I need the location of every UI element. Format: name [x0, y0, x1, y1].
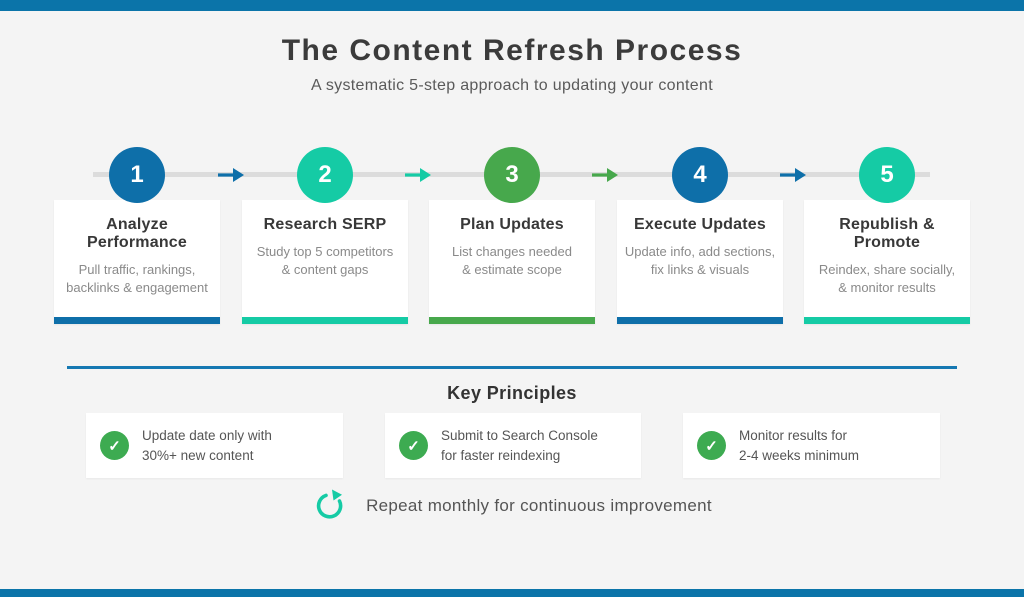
step-accent-bar — [429, 317, 595, 324]
step-description-line: & estimate scope — [462, 262, 562, 278]
step-title: Plan Updates — [460, 216, 564, 233]
step-title: Research SERP — [263, 216, 387, 233]
check-icon: ✓ — [697, 431, 726, 460]
step-card: Republish & Promote Reindex, share socia… — [804, 200, 970, 324]
step-title: Execute Updates — [634, 216, 766, 233]
repeat-note-text: Repeat monthly for continuous improvemen… — [366, 496, 712, 515]
step-description: Pull traffic, rankings, backlinks & enga… — [54, 261, 220, 297]
principle-text-line: Monitor results for — [739, 427, 848, 443]
principle-text: Submit to Search Console for faster rein… — [441, 426, 598, 465]
step-number-badge: 3 — [484, 147, 540, 203]
principle-card-update-date: ✓ Update date only with 30%+ new content — [86, 413, 343, 478]
section-divider — [67, 366, 957, 369]
principle-card-monitor-results: ✓ Monitor results for 2-4 weeks minimum — [683, 413, 940, 478]
step-card: Execute Updates Update info, add section… — [617, 200, 783, 324]
step-description-line: Update info, add sections, — [624, 244, 776, 259]
check-icon: ✓ — [399, 431, 428, 460]
principle-text-line: 30%+ new content — [142, 447, 254, 463]
check-icon: ✓ — [100, 431, 129, 460]
repeat-note-row: Repeat monthly for continuous improvemen… — [0, 489, 1024, 523]
step-title: Republish & Promote — [839, 216, 935, 251]
step-title: Analyze Performance — [86, 216, 188, 251]
step-accent-bar — [242, 317, 408, 324]
principle-text: Update date only with 30%+ new content — [142, 426, 272, 465]
step-analyze-performance: 1 Analyze Performance Pull traffic, rank… — [54, 147, 220, 324]
principle-text-line: for faster reindexing — [441, 447, 561, 463]
step-description-line: & content gaps — [281, 262, 369, 278]
principle-text-line: Submit to Search Console — [441, 427, 598, 443]
step-description: Study top 5 competitors & content gaps — [242, 243, 408, 279]
step-description-line: backlinks & engagement — [66, 280, 208, 296]
bottom-accent-bar — [0, 589, 1024, 597]
principle-text-line: 2-4 weeks minimum — [739, 447, 860, 463]
step-accent-bar — [804, 317, 970, 324]
step-description-line: fix links & visuals — [650, 262, 750, 278]
step-description-line: Study top 5 competitors — [256, 244, 394, 259]
principle-text-line: Update date only with — [142, 427, 272, 443]
step-number-badge: 4 — [672, 147, 728, 203]
step-card: Analyze Performance Pull traffic, rankin… — [54, 200, 220, 324]
principle-text: Monitor results for 2-4 weeks minimum — [739, 426, 859, 465]
step-description-line: List changes needed — [452, 244, 572, 259]
principles-heading: Key Principles — [447, 383, 577, 403]
arrow-right-icon — [592, 167, 618, 183]
step-card: Plan Updates List changes needed & estim… — [429, 200, 595, 324]
step-accent-bar — [617, 317, 783, 324]
step-number-badge: 1 — [109, 147, 165, 203]
step-number-badge: 2 — [297, 147, 353, 203]
step-execute-updates: 4 Execute Updates Update info, add secti… — [617, 147, 783, 324]
step-plan-updates: 3 Plan Updates List changes needed & est… — [429, 147, 595, 324]
principle-card-search-console: ✓ Submit to Search Console for faster re… — [385, 413, 641, 478]
step-accent-bar — [54, 317, 220, 324]
step-description: List changes needed & estimate scope — [429, 243, 595, 279]
step-number-badge: 5 — [859, 147, 915, 203]
step-description-line: Reindex, share socially, — [818, 262, 956, 277]
page-title: The Content Refresh Process — [281, 34, 743, 67]
arrow-right-icon — [218, 167, 244, 183]
refresh-icon — [312, 489, 346, 523]
step-republish-promote: 5 Republish & Promote Reindex, share soc… — [804, 147, 970, 324]
arrow-right-icon — [405, 167, 431, 183]
top-accent-bar — [0, 0, 1024, 11]
arrow-right-icon — [780, 167, 806, 183]
step-research-serp: 2 Research SERP Study top 5 competitors … — [242, 147, 408, 324]
step-card: Research SERP Study top 5 competitors & … — [242, 200, 408, 324]
step-description-line: Pull traffic, rankings, — [78, 262, 196, 277]
step-description: Reindex, share socially, & monitor resul… — [804, 261, 970, 297]
step-description-line: & monitor results — [838, 280, 936, 296]
step-description: Update info, add sections, fix links & v… — [617, 243, 783, 279]
page-subtitle: A systematic 5-step approach to updating… — [311, 77, 713, 94]
